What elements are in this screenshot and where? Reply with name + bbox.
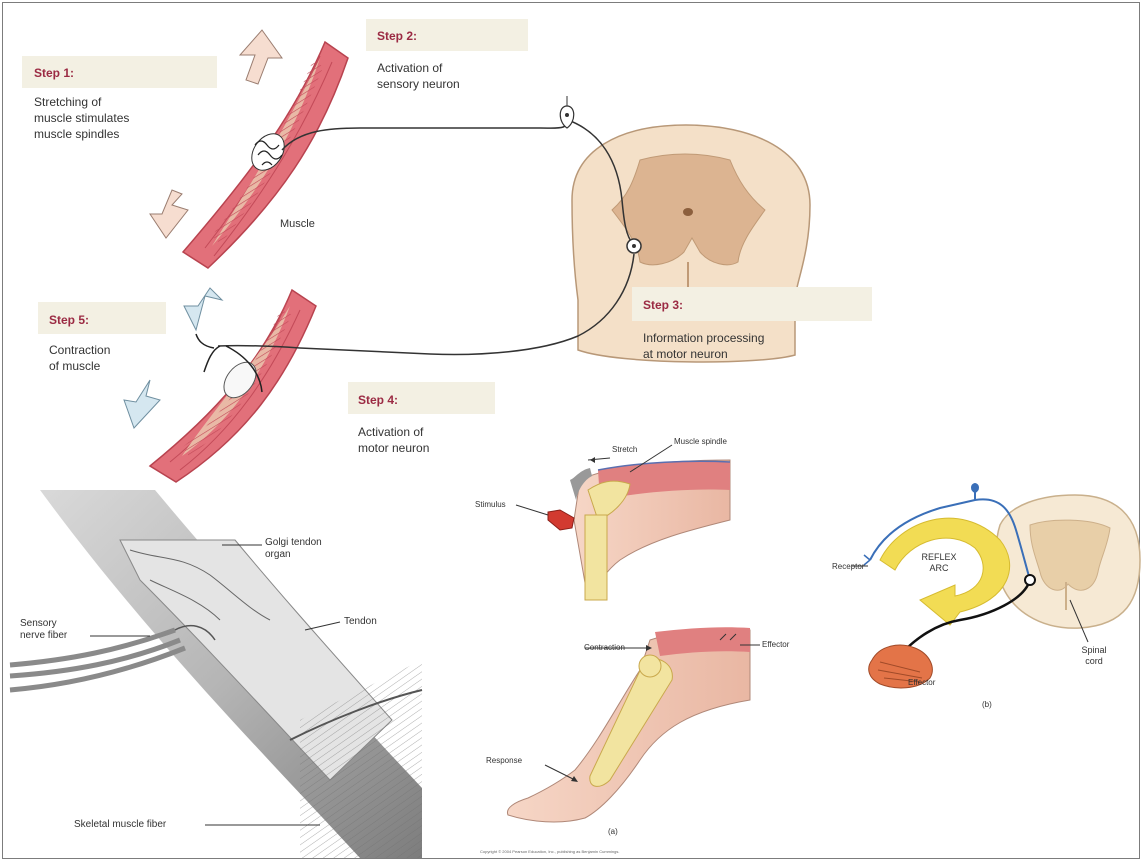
reflex-arc-label: REFLEX ARC xyxy=(916,552,962,574)
sensory-ganglion-icon xyxy=(560,96,574,128)
step-1-text: Stretching of muscle stimulates muscle s… xyxy=(34,94,129,142)
effector-label-arc: Effector xyxy=(908,678,935,688)
step-5-text: Contraction of muscle xyxy=(49,342,110,374)
contraction-down-arrow-icon xyxy=(184,288,222,330)
muscle-label: Muscle xyxy=(280,218,315,230)
step-4-title: Step 4: xyxy=(358,393,398,407)
stretch-up-arrow-icon xyxy=(240,30,282,84)
stretch-down-arrow-icon xyxy=(150,190,188,238)
step-1-title: Step 1: xyxy=(34,66,74,80)
receptor-label: Receptor xyxy=(832,562,864,572)
response-label: Response xyxy=(486,756,522,766)
reflex-hammer-icon xyxy=(548,510,574,530)
muscle-spindle-label: Muscle spindle xyxy=(674,437,727,447)
panel-a-label: (a) xyxy=(608,827,618,837)
skeletal-muscle-fiber-label: Skeletal muscle fiber xyxy=(74,819,166,831)
stretch-reflex-panel xyxy=(124,30,810,482)
step-4-text: Activation of motor neuron xyxy=(358,424,429,456)
step-3-text: Information processing at motor neuron xyxy=(643,330,764,362)
panel-b-label: (b) xyxy=(982,700,992,710)
contraction-up-arrow-icon xyxy=(124,380,160,428)
tendon-label: Tendon xyxy=(344,616,377,628)
lower-muscle xyxy=(150,290,316,482)
step-5-title: Step 5: xyxy=(49,313,89,327)
step-3-title: Step 3: xyxy=(643,298,683,312)
step-2-text: Activation of sensory neuron xyxy=(377,60,460,92)
effector-label-knee: Effector xyxy=(762,640,789,650)
knee-jerk-panel xyxy=(507,445,760,822)
motor-neuron-cell-icon xyxy=(627,239,641,253)
step-2-title: Step 2: xyxy=(377,29,417,43)
contraction-label: Contraction xyxy=(584,643,625,653)
spinal-cord-label: Spinal cord xyxy=(1074,645,1114,667)
golgi-tendon-panel xyxy=(10,490,422,858)
copyright-text: Copyright © 2004 Pearson Education, Inc.… xyxy=(480,849,619,855)
sensory-nerve-fiber-label: Sensory nerve fiber xyxy=(20,618,67,642)
spinal-cord-section xyxy=(572,125,810,362)
golgi-tendon-organ-label: Golgi tendon organ xyxy=(265,537,322,561)
stimulus-label: Stimulus xyxy=(475,500,506,510)
stretch-label: Stretch xyxy=(612,445,637,455)
